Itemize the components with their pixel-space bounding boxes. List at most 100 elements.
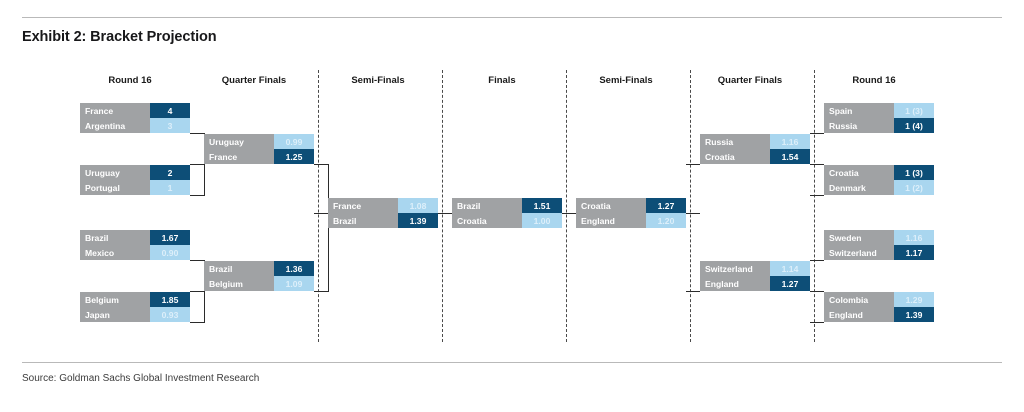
score-winner: 1 (4) (894, 118, 934, 133)
connector-line-3 (190, 164, 204, 166)
connector-line-15 (686, 164, 700, 166)
connector-line-21 (810, 322, 824, 324)
connector-line-20 (810, 260, 824, 262)
team-name: Denmark (824, 180, 894, 195)
top-divider (22, 17, 1002, 18)
score-loser: 0.93 (150, 307, 190, 322)
connector-line-19 (810, 164, 824, 166)
column-header-1: Quarter Finals (221, 75, 287, 86)
connector-line-0 (190, 133, 204, 135)
score-loser: 1 (2) (894, 180, 934, 195)
team-name: Croatia (576, 198, 646, 213)
team-name: England (824, 307, 894, 322)
connector-line-7 (190, 291, 204, 293)
source-note: Source: Goldman Sachs Global Investment … (22, 373, 260, 384)
page-title: Exhibit 2: Bracket Projection (22, 29, 217, 45)
team-name: Russia (824, 118, 894, 133)
team-name: Brazil (452, 198, 522, 213)
column-separator-2 (566, 70, 567, 342)
bottom-divider (22, 362, 1002, 363)
score-winner: 1.27 (646, 198, 686, 213)
score-winner: 1.67 (150, 230, 190, 245)
score-winner: 4 (150, 103, 190, 118)
connector-line-12 (438, 213, 452, 215)
connector-line-2 (204, 133, 206, 196)
score-loser: 1.00 (522, 213, 562, 228)
score-winner: 1.17 (894, 245, 934, 260)
connector-line-5 (190, 322, 204, 324)
score-winner: 1.36 (274, 261, 314, 276)
team-name: Brazil (204, 261, 274, 276)
team-name: Argentina (80, 118, 150, 133)
team-name: Portugal (80, 180, 150, 195)
connector-line-13 (562, 213, 576, 215)
column-separator-1 (442, 70, 443, 342)
team-name: Spain (824, 103, 894, 118)
column-header-6: Round 16 (852, 75, 896, 86)
team-name: England (576, 213, 646, 228)
team-name: France (204, 149, 274, 164)
team-name: England (700, 276, 770, 291)
column-header-3: Finals (488, 75, 516, 86)
team-name: Croatia (824, 165, 894, 180)
team-name: Switzerland (824, 245, 894, 260)
score-loser: 1 (3) (894, 103, 934, 118)
score-loser: 1.16 (770, 134, 810, 149)
team-name: France (328, 198, 398, 213)
connector-line-1 (190, 195, 204, 197)
score-winner: 2 (150, 165, 190, 180)
team-name: Brazil (80, 230, 150, 245)
team-name: Switzerland (700, 261, 770, 276)
score-loser: 1 (150, 180, 190, 195)
score-winner: 1.25 (274, 149, 314, 164)
connector-line-6 (204, 260, 206, 323)
column-header-2: Semi-Finals (351, 75, 405, 86)
connector-line-10 (328, 164, 330, 292)
score-loser: 1.14 (770, 261, 810, 276)
column-separator-0 (318, 70, 319, 342)
team-name: Mexico (80, 245, 150, 260)
score-winner: 1 (3) (894, 165, 934, 180)
column-header-0: Round 16 (108, 75, 152, 86)
team-name: Uruguay (204, 134, 274, 149)
connector-line-22 (810, 291, 824, 293)
team-name: Croatia (452, 213, 522, 228)
score-loser: 0.99 (274, 134, 314, 149)
team-name: Belgium (80, 292, 150, 307)
